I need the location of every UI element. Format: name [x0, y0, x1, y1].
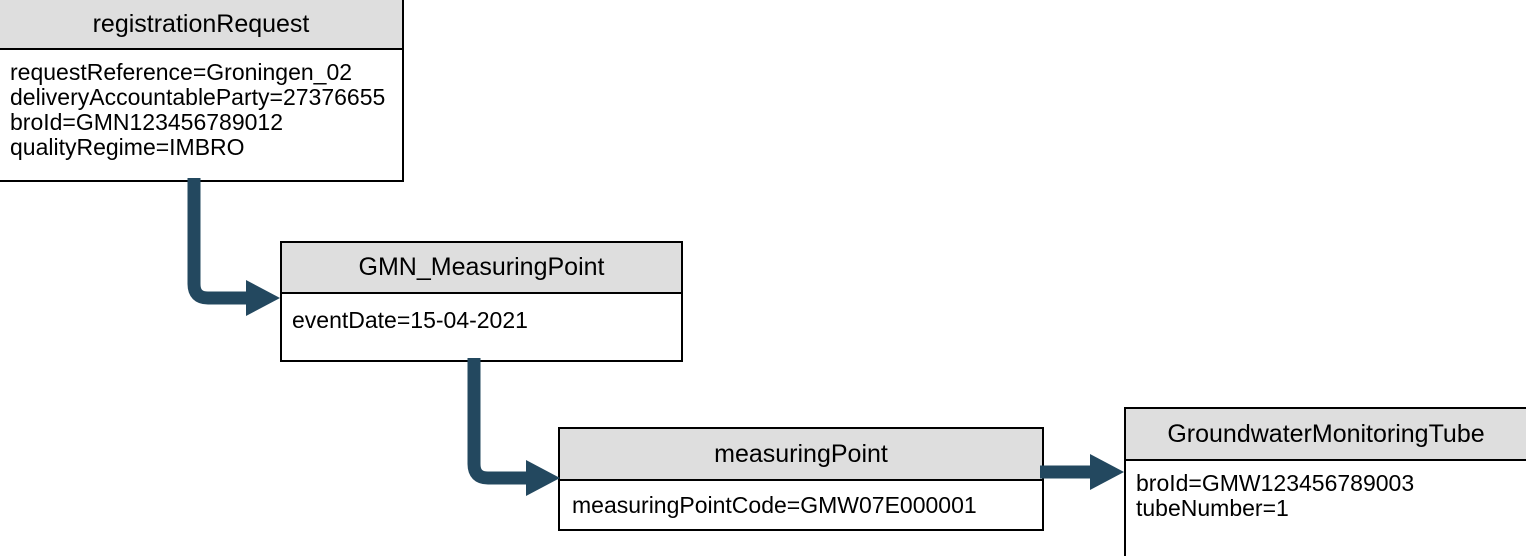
uml-node-groundwater-monitoring-tube[interactable]: GroundwaterMonitoringTube broId=GMW12345…: [1124, 407, 1526, 556]
uml-node-measuring-point[interactable]: measuringPoint measuringPointCode=GMW07E…: [558, 427, 1044, 531]
uml-attribute: eventDate=15-04-2021: [292, 308, 528, 333]
connector-registration-request-to-gmn-measuring-point: [187, 178, 280, 316]
uml-attribute: deliveryAccountableParty=27376655: [10, 85, 386, 110]
connector-line: [467, 358, 532, 485]
connector-gmn-measuring-point-to-measuring-point: [467, 358, 560, 496]
uml-attribute: broId=GMN123456789012: [10, 110, 284, 135]
arrowhead-icon: [246, 280, 280, 316]
connector-measuring-point-to-groundwater-monitoring-tube: [1040, 454, 1124, 490]
uml-attribute: broId=GMW123456789003: [1136, 471, 1415, 496]
uml-attribute: measuringPointCode=GMW07E000001: [572, 493, 977, 518]
arrowhead-icon: [526, 460, 560, 496]
uml-node-gmn-measuring-point[interactable]: GMN_MeasuringPoint eventDate=15-04-2021: [280, 241, 683, 362]
uml-node-title: measuringPoint: [560, 429, 1042, 481]
uml-node-title: registrationRequest: [0, 0, 402, 50]
uml-attribute-list: measuringPointCode=GMW07E000001: [560, 481, 1042, 529]
connector-line: [187, 178, 252, 305]
uml-attribute: tubeNumber=1: [1136, 496, 1289, 521]
uml-attribute-list: broId=GMW123456789003 tubeNumber=1: [1126, 461, 1526, 556]
uml-attribute-list: eventDate=15-04-2021: [282, 294, 681, 360]
arrowhead-icon: [1090, 454, 1124, 490]
uml-node-title: GMN_MeasuringPoint: [282, 243, 681, 294]
uml-node-registration-request[interactable]: registrationRequest requestReference=Gro…: [0, 0, 404, 182]
uml-node-title: GroundwaterMonitoringTube: [1126, 409, 1526, 461]
uml-attribute-list: requestReference=Groningen_02 deliveryAc…: [0, 50, 402, 180]
uml-attribute: requestReference=Groningen_02: [10, 60, 353, 85]
uml-attribute: qualityRegime=IMBRO: [10, 135, 245, 160]
